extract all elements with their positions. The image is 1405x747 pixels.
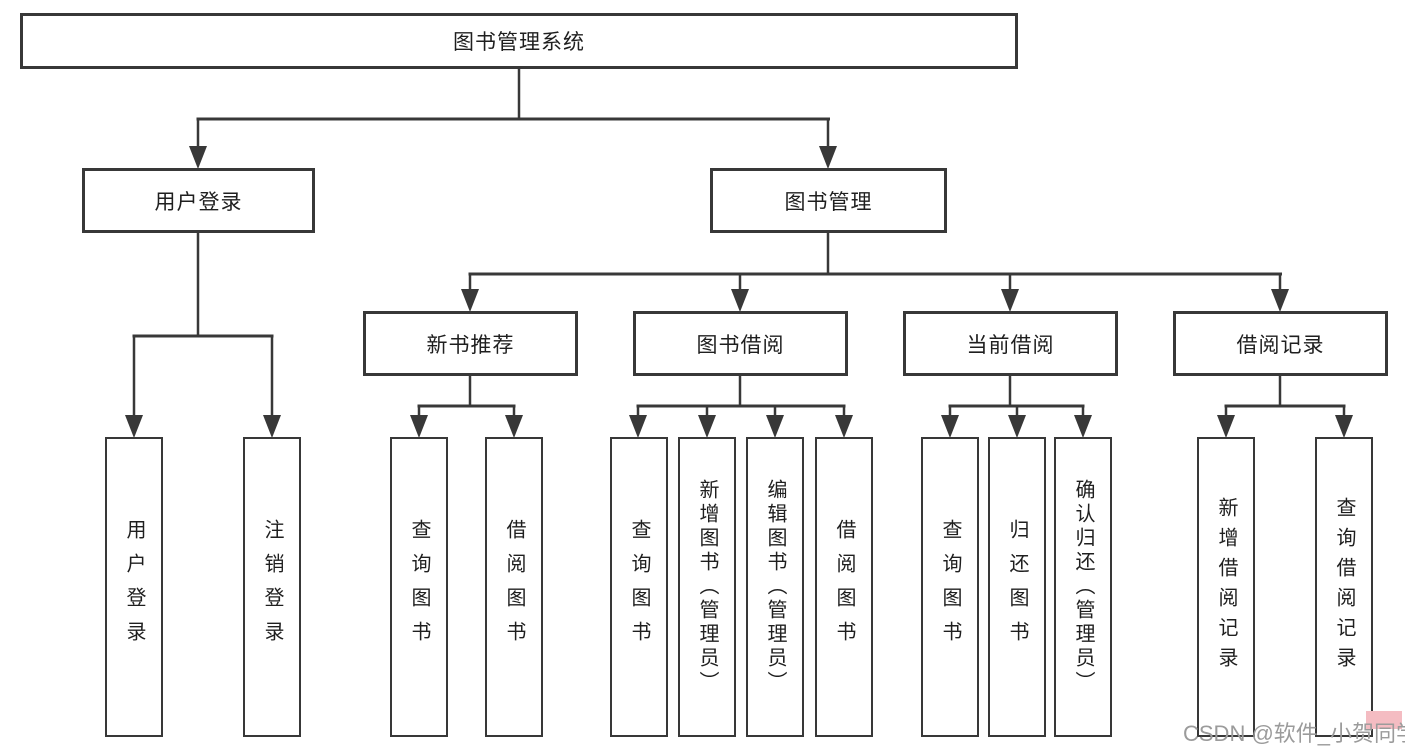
leaf-return-book-label: 归还图书 [1006,519,1028,655]
node-user-login: 用户登录 [82,168,315,233]
leaf-user-login-label: 用户登录 [123,519,145,655]
leaf-borrow-book-label: 借阅图书 [833,519,855,655]
leaf-query-borrow-record: 查询借阅记录 [1315,437,1373,737]
leaf-confirm-return-admin: 确认归还（管理员） [1054,437,1112,737]
node-current-borrow-label: 当前借阅 [966,333,1055,357]
leaf-add-borrow-record: 新增借阅记录 [1197,437,1255,737]
leaf-add-book-admin: 新增图书（管理员） [678,437,736,737]
leaf-confirm-return-admin-label: 确认归还（管理员） [1072,479,1094,695]
leaf-borrow-book-recommend-label: 借阅图书 [503,519,525,655]
watermark-text: CSDN @软件_小贺同学 [1183,721,1405,746]
node-book-management-label: 图书管理 [784,190,873,214]
node-new-book-recommend: 新书推荐 [363,311,578,376]
node-book-management: 图书管理 [710,168,947,233]
leaf-borrow-book: 借阅图书 [815,437,873,737]
leaf-logout-label: 注销登录 [261,519,283,655]
node-root: 图书管理系统 [20,13,1018,69]
node-current-borrow: 当前借阅 [903,311,1118,376]
leaf-edit-book-admin-label: 编辑图书（管理员） [764,479,786,695]
leaf-query-book-borrow: 查询图书 [610,437,668,737]
leaf-query-book-current: 查询图书 [921,437,979,737]
leaf-logout: 注销登录 [243,437,301,737]
leaf-query-book-borrow-label: 查询图书 [628,519,650,655]
leaf-add-book-admin-label: 新增图书（管理员） [696,479,718,695]
leaf-user-login: 用户登录 [105,437,163,737]
leaf-query-borrow-record-label: 查询借阅记录 [1333,497,1355,677]
node-book-borrow-label: 图书借阅 [696,333,785,357]
node-borrow-records-label: 借阅记录 [1236,333,1325,357]
leaf-edit-book-admin: 编辑图书（管理员） [746,437,804,737]
node-book-borrow: 图书借阅 [633,311,848,376]
leaf-query-book-recommend-label: 查询图书 [408,519,430,655]
node-new-book-recommend-label: 新书推荐 [426,333,515,357]
leaf-return-book: 归还图书 [988,437,1046,737]
node-user-login-label: 用户登录 [154,190,243,214]
leaf-query-book-current-label: 查询图书 [939,519,961,655]
leaf-add-borrow-record-label: 新增借阅记录 [1215,497,1237,677]
node-root-label: 图书管理系统 [453,31,585,54]
watermark-accent [1366,711,1402,729]
leaf-borrow-book-recommend: 借阅图书 [485,437,543,737]
node-borrow-records: 借阅记录 [1173,311,1388,376]
leaf-query-book-recommend: 查询图书 [390,437,448,737]
